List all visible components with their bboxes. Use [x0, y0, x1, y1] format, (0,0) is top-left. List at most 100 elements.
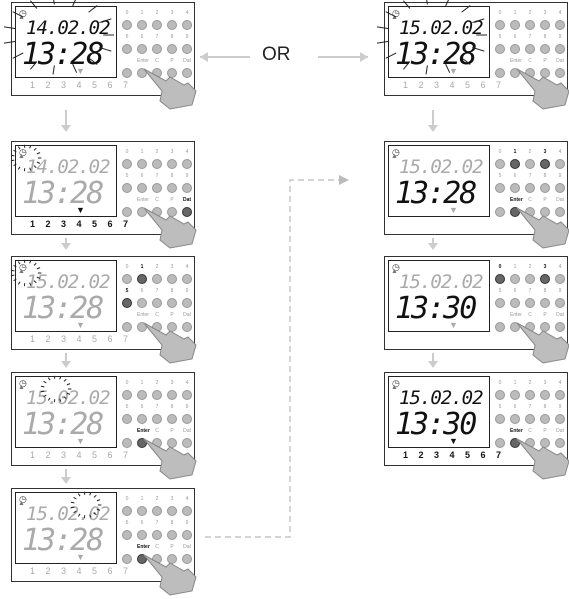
- keypad-button[interactable]: [510, 183, 520, 193]
- keypad-button[interactable]: [182, 68, 192, 78]
- keypad-button[interactable]: [122, 183, 132, 193]
- keypad-button[interactable]: [540, 68, 550, 78]
- keypad-button[interactable]: [540, 438, 550, 448]
- keypad-button[interactable]: [182, 298, 192, 308]
- keypad-button[interactable]: [525, 44, 535, 54]
- keypad-button[interactable]: [555, 390, 565, 400]
- keypad-button[interactable]: [525, 159, 535, 169]
- keypad-button[interactable]: [122, 44, 132, 54]
- keypad-button[interactable]: [167, 554, 177, 564]
- keypad-button[interactable]: [510, 207, 520, 217]
- keypad-button[interactable]: [525, 298, 535, 308]
- keypad-button[interactable]: [167, 298, 177, 308]
- keypad-button[interactable]: [152, 506, 162, 516]
- keypad-button[interactable]: [152, 390, 162, 400]
- keypad-button[interactable]: [137, 322, 147, 332]
- keypad-button[interactable]: [167, 322, 177, 332]
- keypad-button[interactable]: [122, 20, 132, 30]
- keypad-button[interactable]: [182, 554, 192, 564]
- keypad-button[interactable]: [495, 183, 505, 193]
- keypad-button[interactable]: [555, 44, 565, 54]
- keypad-button[interactable]: [137, 554, 147, 564]
- keypad-button[interactable]: [540, 207, 550, 217]
- keypad-button[interactable]: [555, 159, 565, 169]
- keypad-button[interactable]: [525, 20, 535, 30]
- keypad-button[interactable]: [137, 44, 147, 54]
- keypad-button[interactable]: [167, 530, 177, 540]
- keypad-button[interactable]: [510, 322, 520, 332]
- keypad-button[interactable]: [182, 414, 192, 424]
- keypad-button[interactable]: [540, 322, 550, 332]
- keypad-button[interactable]: [152, 414, 162, 424]
- keypad-button[interactable]: [555, 207, 565, 217]
- keypad-button[interactable]: [540, 414, 550, 424]
- keypad-button[interactable]: [122, 390, 132, 400]
- keypad-button[interactable]: [152, 530, 162, 540]
- keypad-button[interactable]: [182, 183, 192, 193]
- keypad-button[interactable]: [555, 20, 565, 30]
- keypad-button[interactable]: [495, 414, 505, 424]
- keypad-button[interactable]: [137, 274, 147, 284]
- keypad-button[interactable]: [182, 506, 192, 516]
- keypad-button[interactable]: [540, 159, 550, 169]
- keypad-button[interactable]: [540, 44, 550, 54]
- keypad-button[interactable]: [555, 68, 565, 78]
- keypad-button[interactable]: [182, 530, 192, 540]
- keypad-button[interactable]: [495, 68, 505, 78]
- keypad-button[interactable]: [167, 207, 177, 217]
- keypad-button[interactable]: [167, 68, 177, 78]
- keypad-button[interactable]: [152, 159, 162, 169]
- keypad-button[interactable]: [495, 322, 505, 332]
- keypad-button[interactable]: [122, 322, 132, 332]
- keypad-button[interactable]: [167, 438, 177, 448]
- keypad-button[interactable]: [510, 159, 520, 169]
- keypad-button[interactable]: [167, 414, 177, 424]
- keypad-button[interactable]: [510, 44, 520, 54]
- keypad-button[interactable]: [182, 20, 192, 30]
- keypad-button[interactable]: [555, 438, 565, 448]
- keypad-button[interactable]: [510, 298, 520, 308]
- keypad-button[interactable]: [540, 183, 550, 193]
- keypad-button[interactable]: [137, 530, 147, 540]
- keypad-button[interactable]: [122, 298, 132, 308]
- keypad-button[interactable]: [152, 183, 162, 193]
- keypad-button[interactable]: [555, 274, 565, 284]
- keypad-button[interactable]: [525, 390, 535, 400]
- keypad-button[interactable]: [510, 68, 520, 78]
- keypad-button[interactable]: [182, 159, 192, 169]
- keypad-button[interactable]: [152, 274, 162, 284]
- keypad-button[interactable]: [152, 44, 162, 54]
- keypad-button[interactable]: [510, 438, 520, 448]
- keypad-button[interactable]: [182, 390, 192, 400]
- keypad-button[interactable]: [510, 274, 520, 284]
- keypad-button[interactable]: [495, 390, 505, 400]
- keypad-button[interactable]: [555, 322, 565, 332]
- keypad-button[interactable]: [137, 506, 147, 516]
- keypad-button[interactable]: [540, 298, 550, 308]
- keypad-button[interactable]: [510, 20, 520, 30]
- keypad-button[interactable]: [137, 390, 147, 400]
- keypad-button[interactable]: [137, 414, 147, 424]
- keypad-button[interactable]: [137, 438, 147, 448]
- keypad-button[interactable]: [495, 298, 505, 308]
- keypad-button[interactable]: [122, 207, 132, 217]
- keypad-button[interactable]: [137, 68, 147, 78]
- keypad-button[interactable]: [182, 274, 192, 284]
- keypad-button[interactable]: [167, 20, 177, 30]
- keypad-button[interactable]: [137, 20, 147, 30]
- keypad-button[interactable]: [495, 20, 505, 30]
- keypad-button[interactable]: [525, 183, 535, 193]
- keypad-button[interactable]: [540, 274, 550, 284]
- keypad-button[interactable]: [182, 322, 192, 332]
- keypad-button[interactable]: [555, 298, 565, 308]
- keypad-button[interactable]: [152, 298, 162, 308]
- keypad-button[interactable]: [122, 530, 132, 540]
- keypad-button[interactable]: [122, 506, 132, 516]
- keypad-button[interactable]: [167, 506, 177, 516]
- keypad-button[interactable]: [182, 438, 192, 448]
- keypad-button[interactable]: [122, 159, 132, 169]
- keypad-button[interactable]: [495, 438, 505, 448]
- keypad-button[interactable]: [182, 207, 192, 217]
- keypad-button[interactable]: [122, 68, 132, 78]
- keypad-button[interactable]: [182, 44, 192, 54]
